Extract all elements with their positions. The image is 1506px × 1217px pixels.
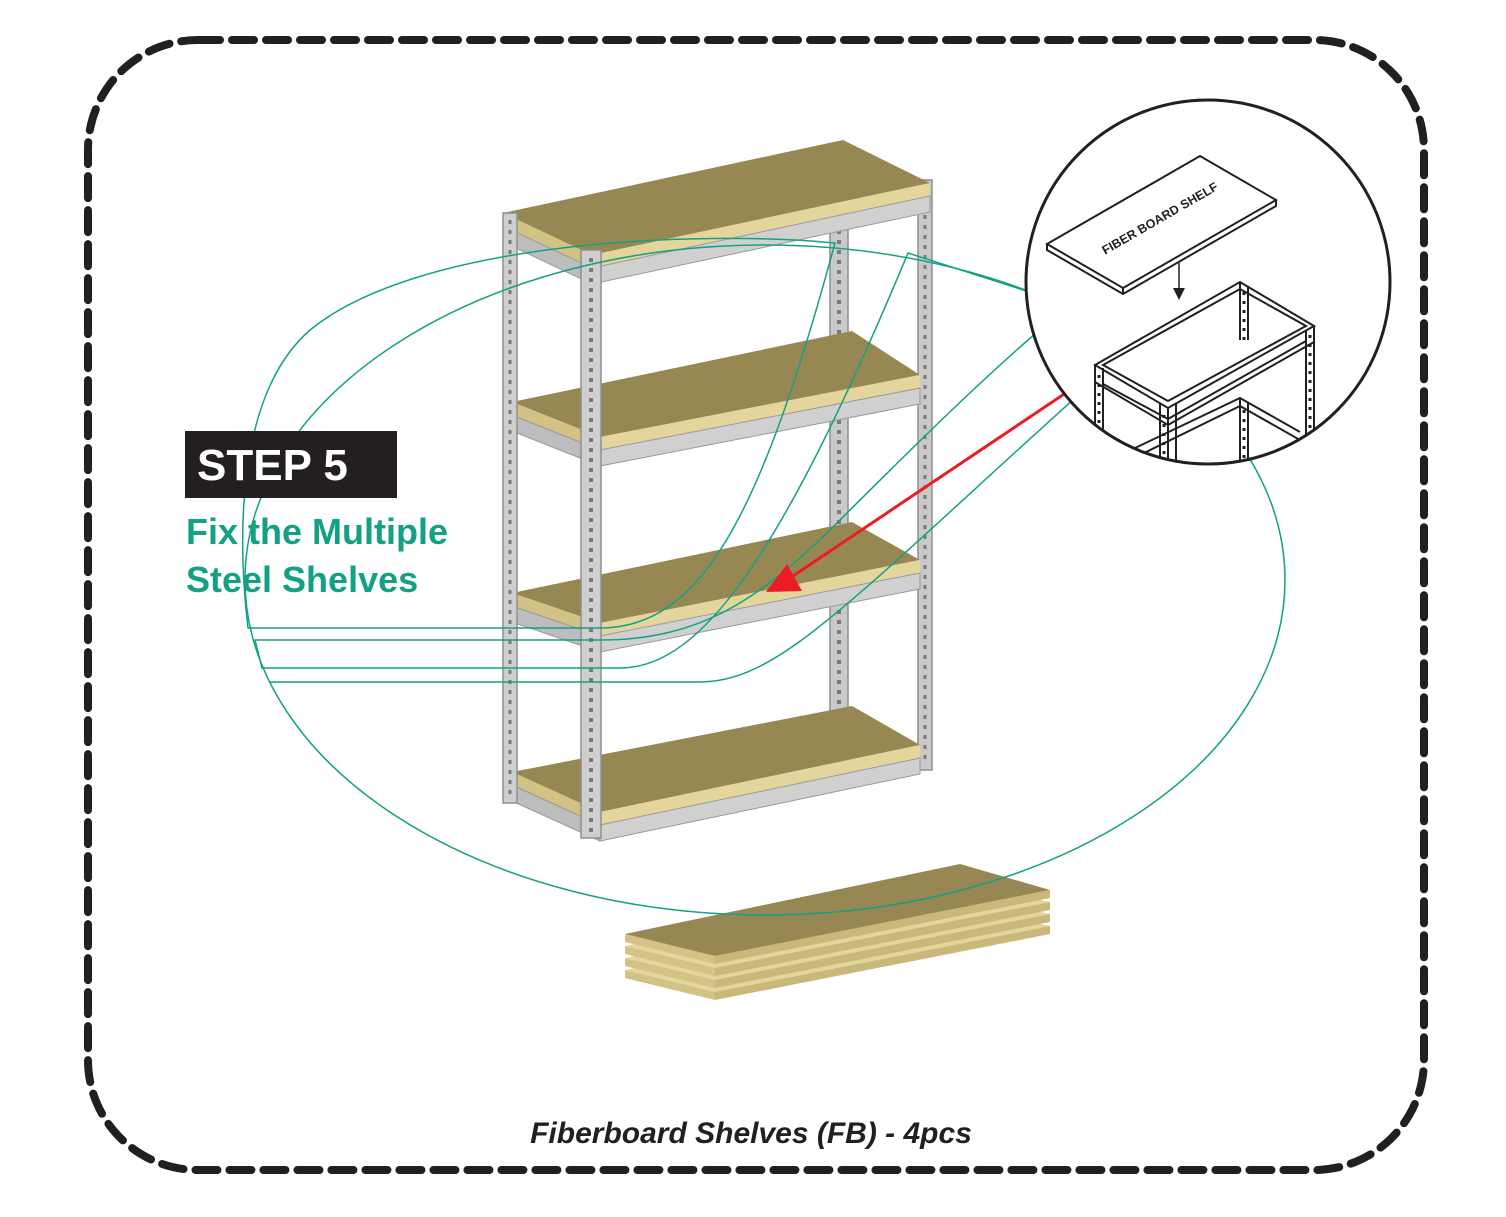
step-description-line-1: Fix the Multiple <box>186 511 449 552</box>
step-title: STEP 5 <box>197 441 348 490</box>
dashed-frame <box>84 36 1428 1174</box>
placement-arrow <box>766 378 1086 592</box>
step-description-line-2: Steel Shelves <box>186 559 419 600</box>
parts-caption-text: Fiberboard Shelves (FB) - 4pcs <box>530 1117 972 1150</box>
parts-caption: Fiberboard Shelves (FB) - 4pcs <box>0 1117 1506 1151</box>
fiberboard-stack <box>625 864 1050 1000</box>
shelving-unit <box>502 140 933 842</box>
shelf-top <box>502 140 931 285</box>
step-badge <box>185 431 397 498</box>
shelf-second <box>511 331 921 467</box>
shelf-bottom <box>511 706 921 842</box>
detail-callout: FIBER BOARD SHELF <box>1024 98 1392 466</box>
shelf-third <box>511 522 921 653</box>
step-description: Fix the Multiple Steel Shelves <box>186 508 448 604</box>
